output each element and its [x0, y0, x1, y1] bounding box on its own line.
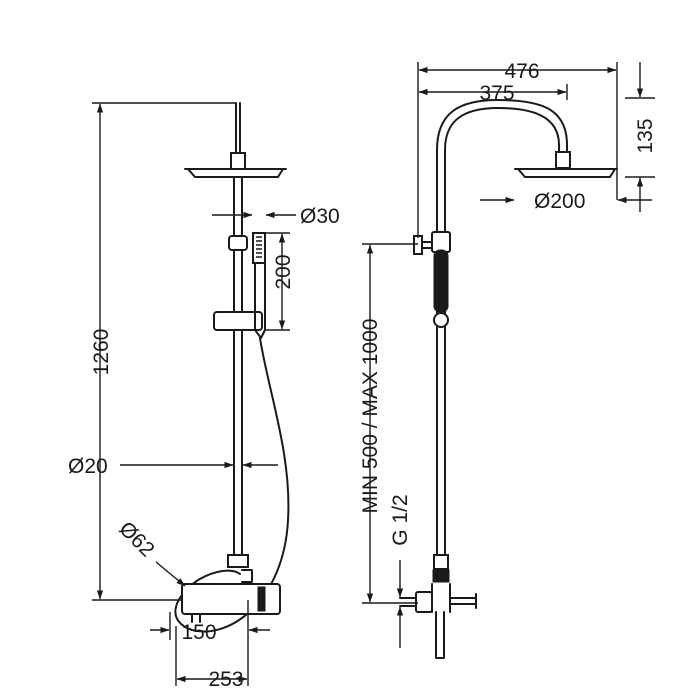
side-hand-shower-holder [433, 312, 449, 328]
dim-mixer-diameter-label: Ø62 [114, 517, 158, 561]
side-shower-head-connector [555, 151, 571, 169]
front-view [174, 102, 290, 633]
dim-handshower-diameter-label: Ø30 [300, 205, 340, 228]
front-overhead-pipe [235, 102, 241, 156]
dim-inlet-thread-label: G 1/2 [389, 494, 412, 545]
side-wall-bracket-plate [413, 235, 423, 255]
dim-inlet-ext [362, 243, 418, 604]
front-mixer-body [181, 583, 281, 615]
dim-head-drop-label: 135 [634, 118, 657, 153]
dim-mixer-width-label: 253 [208, 668, 243, 691]
front-hand-shower-nozzles [256, 236, 262, 258]
side-curved-arm-outer [436, 99, 568, 239]
front-mixer-handle [257, 586, 266, 612]
side-wall-inlet [399, 597, 417, 607]
dim-inlet-spacing-label: MIN 500 / MAX 1000 [359, 319, 382, 514]
front-hose [174, 337, 290, 633]
side-view [399, 99, 618, 659]
dim-253-ext [175, 626, 249, 686]
side-shower-head [514, 168, 618, 178]
dim-diam62-leader [155, 561, 186, 587]
dim-total-projection-label: 476 [504, 60, 539, 83]
dim-135-ext [625, 97, 655, 178]
side-mixer-handle [449, 593, 477, 609]
front-mixer-inlet [191, 613, 201, 623]
front-slider-holder [213, 311, 263, 331]
side-inlet-nut [415, 591, 433, 613]
dim-arm-projection-label: 375 [479, 82, 514, 105]
side-mixer-connector [433, 554, 449, 570]
dim-total-height-label: 1260 [90, 329, 113, 376]
dim-150-ext [169, 600, 249, 640]
front-mixer-connector [227, 554, 249, 568]
front-mixer-side-outlet [241, 569, 253, 583]
side-hand-shower-body [433, 249, 449, 313]
side-view-dimensions: 476 375 135 Ø200 MIN 500 / MAX 1000 G 1/… [359, 60, 657, 648]
side-bracket-clamp [431, 231, 451, 253]
front-riser-collar [228, 235, 248, 251]
dim-mixer-depth-label: 150 [181, 621, 216, 644]
side-mixer-body [431, 583, 451, 613]
dim-handshower-length-label: 200 [272, 254, 295, 289]
side-curved-arm-inner [444, 107, 560, 239]
front-shower-head [184, 168, 287, 178]
dim-200-ext [266, 232, 290, 331]
front-shower-head-connector [230, 152, 246, 170]
side-mixer-lower-stem [435, 611, 445, 659]
front-riser-tube [233, 176, 243, 556]
dim-head-diameter-label: Ø200 [534, 190, 585, 213]
dim-riser-diameter-label: Ø20 [68, 455, 108, 478]
dim-476-ext [417, 62, 618, 238]
side-mixer-valve [432, 569, 450, 583]
front-view-dimensions: 1260 Ø30 200 Ø20 Ø62 150 253 [68, 102, 340, 691]
